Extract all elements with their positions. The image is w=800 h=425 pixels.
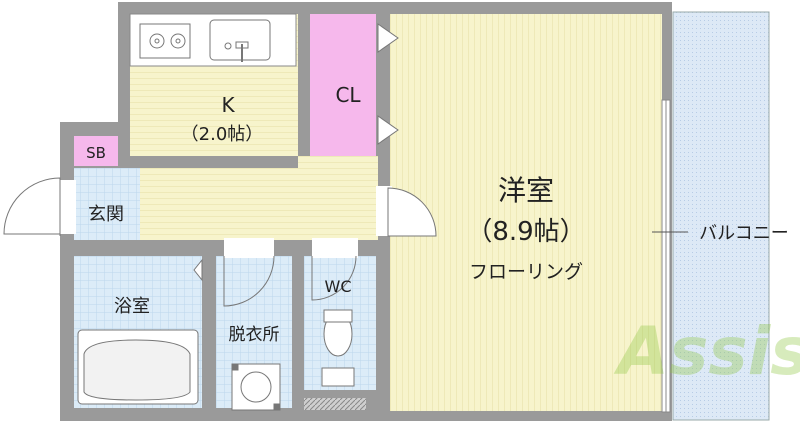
dressing-room-label: 脱衣所	[229, 325, 280, 345]
sink-icon	[209, 19, 271, 62]
stove-icon	[139, 23, 191, 59]
kitchen-label: K	[221, 93, 235, 117]
shoe-box-label: SB	[86, 144, 106, 162]
dressing-door-opening	[224, 238, 274, 258]
closet-label: CL	[335, 83, 361, 107]
watermark-logo: Assist	[613, 313, 800, 390]
toilet-label: WC	[325, 277, 352, 296]
shoe-box	[74, 136, 118, 166]
dressing-door-icon	[223, 255, 275, 307]
entrance-label: 玄関	[88, 204, 124, 225]
bathroom-label: 浴室	[114, 296, 150, 317]
toilet-door-opening	[312, 238, 358, 258]
toilet-vent	[304, 398, 366, 410]
western-room-label: 洋室	[498, 174, 554, 207]
entrance-floor	[74, 168, 140, 240]
western-room-floor	[390, 14, 662, 411]
hallway-floor	[140, 168, 378, 240]
kitchen-counter	[129, 13, 297, 67]
washer-pan-icon	[231, 363, 281, 411]
balcony-label: バルコニー	[699, 223, 789, 244]
bathtub-icon	[77, 329, 199, 405]
closet-floor	[310, 14, 376, 156]
toilet-icon	[321, 309, 355, 387]
closet-door-icon	[377, 23, 399, 145]
western-room-floor-label: フローリング	[469, 261, 583, 283]
hallway-floor-2	[298, 156, 378, 170]
room-door-icon	[387, 187, 437, 237]
kitchen-size: （2.0帖）	[181, 124, 264, 145]
entrance-opening	[58, 180, 76, 234]
toilet-door-icon	[311, 255, 357, 301]
entrance-door-icon	[3, 177, 61, 236]
bath-door-icon	[193, 258, 203, 282]
western-room-size: （8.9帖）	[466, 217, 585, 247]
window-icon	[661, 99, 671, 413]
balcony-area	[672, 11, 770, 421]
